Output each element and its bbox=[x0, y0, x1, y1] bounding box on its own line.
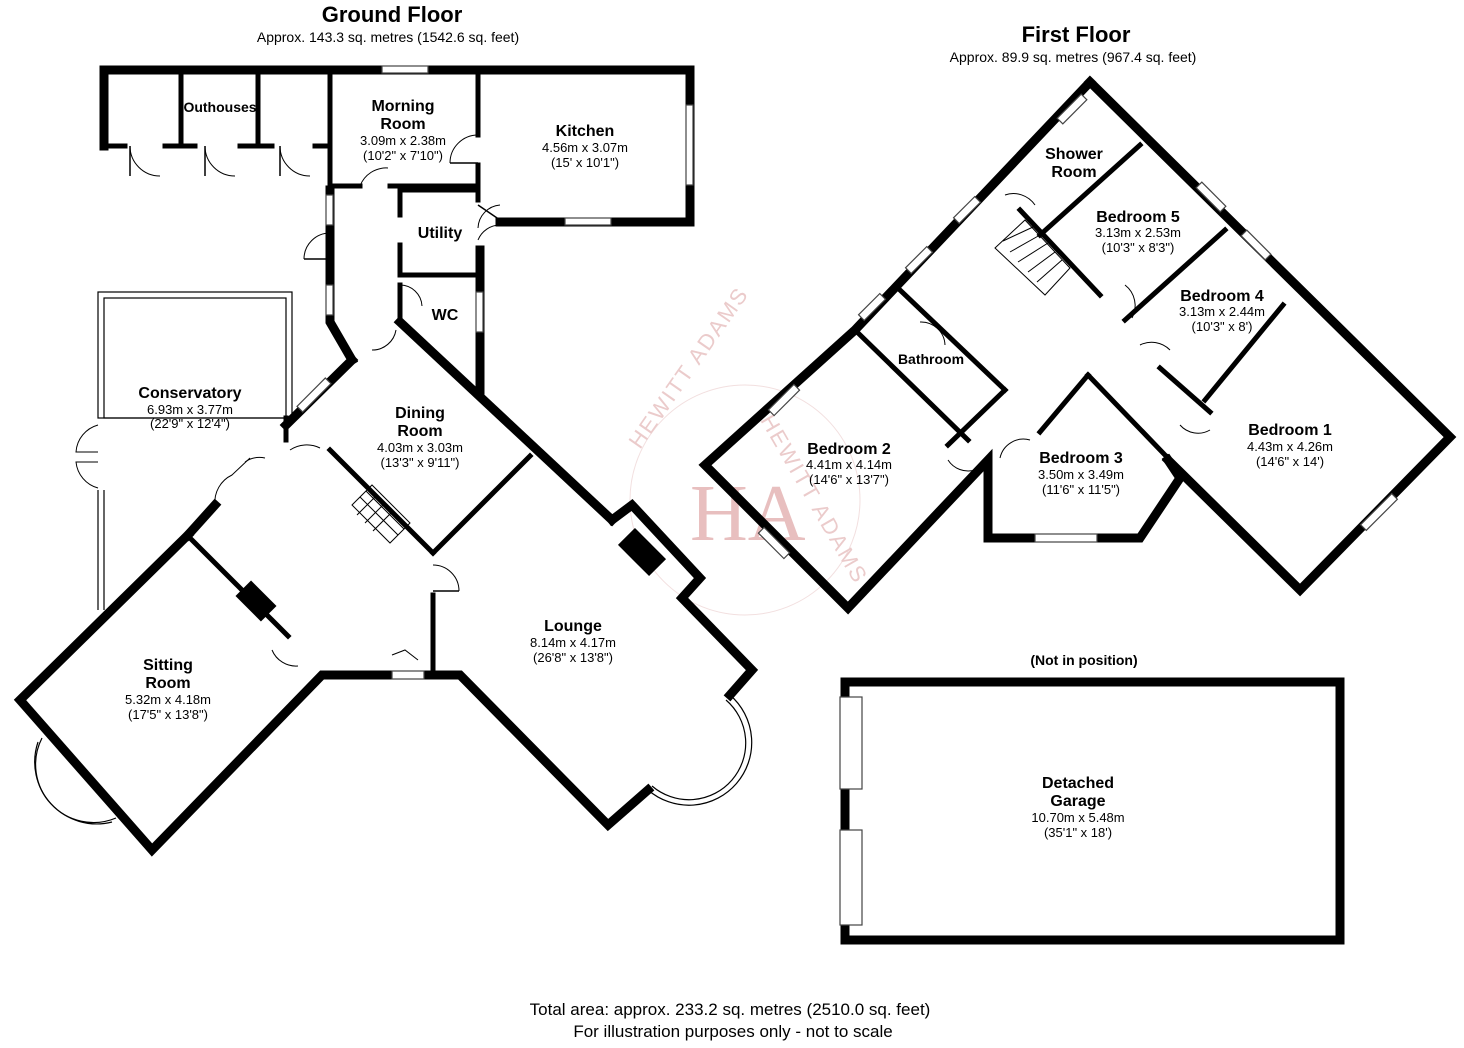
svg-text:Bedroom 5: Bedroom 5 bbox=[1096, 209, 1180, 226]
svg-text:10.70m x 5.48m: 10.70m x 5.48m bbox=[1031, 810, 1124, 825]
svg-text:Kitchen: Kitchen bbox=[556, 123, 615, 140]
svg-text:Room: Room bbox=[145, 675, 190, 692]
svg-text:(26'8" x 13'8"): (26'8" x 13'8") bbox=[533, 650, 613, 665]
utility-wc-walls bbox=[325, 185, 485, 395]
svg-text:(14'6" x 13'7"): (14'6" x 13'7") bbox=[809, 472, 889, 487]
svg-text:Shower: Shower bbox=[1045, 146, 1103, 163]
label-dining-room: Dining Room 4.03m x 3.03m (13'3" x 9'11"… bbox=[377, 405, 463, 470]
svg-text:(10'3" x 8'): (10'3" x 8') bbox=[1192, 319, 1253, 334]
svg-text:Detached: Detached bbox=[1042, 775, 1114, 792]
first-floor-plan bbox=[698, 75, 1457, 615]
outhouse-doors bbox=[129, 145, 311, 177]
svg-text:Room: Room bbox=[397, 423, 442, 440]
svg-text:3.09m x 2.38m: 3.09m x 2.38m bbox=[360, 133, 446, 148]
svg-text:Room: Room bbox=[380, 116, 425, 133]
label-lounge: Lounge 8.14m x 4.17m (26'8" x 13'8") bbox=[530, 618, 616, 665]
first-floor-title: First Floor bbox=[1022, 22, 1131, 47]
svg-text:8.14m x 4.17m: 8.14m x 4.17m bbox=[530, 635, 616, 650]
label-bedroom-5: Bedroom 5 3.13m x 2.53m (10'3" x 8'3") bbox=[1095, 209, 1181, 255]
label-shower-room: Shower Room bbox=[1045, 146, 1103, 181]
svg-text:Sitting: Sitting bbox=[143, 657, 193, 674]
first-floor-header: First Floor Approx. 89.9 sq. metres (967… bbox=[950, 22, 1197, 65]
svg-text:Bedroom 3: Bedroom 3 bbox=[1039, 450, 1123, 467]
garage-plan bbox=[839, 677, 1345, 945]
svg-text:Morning: Morning bbox=[371, 98, 434, 115]
svg-text:(10'2" x 7'10"): (10'2" x 7'10") bbox=[363, 148, 443, 163]
outhouses-walls bbox=[99, 65, 338, 193]
watermark-brand-top: HEWITT ADAMS bbox=[624, 282, 754, 453]
conservatory-outline bbox=[75, 291, 293, 610]
svg-text:Room: Room bbox=[1051, 164, 1096, 181]
svg-text:(15' x 10'1"): (15' x 10'1") bbox=[551, 155, 619, 170]
ground-floor-area: Approx. 143.3 sq. metres (1542.6 sq. fee… bbox=[257, 29, 519, 45]
label-bathroom: Bathroom bbox=[898, 351, 964, 367]
label-morning-room: Morning Room 3.09m x 2.38m (10'2" x 7'10… bbox=[360, 98, 446, 163]
svg-text:(22'9" x 12'4"): (22'9" x 12'4") bbox=[150, 416, 230, 431]
ground-floor-title: Ground Floor bbox=[322, 2, 463, 27]
morning-kitchen-walls bbox=[325, 65, 695, 227]
label-kitchen: Kitchen 4.56m x 3.07m (15' x 10'1") bbox=[542, 123, 628, 170]
svg-text:Bedroom 2: Bedroom 2 bbox=[807, 441, 891, 458]
svg-text:Garage: Garage bbox=[1050, 793, 1105, 810]
svg-text:4.03m x 3.03m: 4.03m x 3.03m bbox=[377, 440, 463, 455]
label-utility: Utility bbox=[418, 225, 463, 242]
label-bedroom-4: Bedroom 4 3.13m x 2.44m (10'3" x 8') bbox=[1179, 288, 1265, 334]
svg-text:4.41m x 4.14m: 4.41m x 4.14m bbox=[806, 457, 892, 472]
label-bedroom-2: Bedroom 2 4.41m x 4.14m (14'6" x 13'7") bbox=[806, 441, 892, 487]
first-floor-doors bbox=[919, 193, 1211, 472]
footer: Total area: approx. 233.2 sq. metres (25… bbox=[530, 1000, 931, 1041]
first-floor-windows bbox=[757, 93, 1399, 560]
svg-text:(17'5" x 13'8"): (17'5" x 13'8") bbox=[128, 707, 208, 722]
first-floor-stairs bbox=[994, 219, 1071, 296]
svg-text:(10'3" x 8'3"): (10'3" x 8'3") bbox=[1102, 240, 1175, 255]
svg-text:4.56m x 3.07m: 4.56m x 3.07m bbox=[542, 140, 628, 155]
label-conservatory: Conservatory 6.93m x 3.77m (22'9" x 12'4… bbox=[138, 385, 241, 431]
label-sitting-room: Sitting Room 5.32m x 4.18m (17'5" x 13'8… bbox=[125, 657, 211, 722]
svg-text:4.43m x 4.26m: 4.43m x 4.26m bbox=[1247, 439, 1333, 454]
svg-text:(13'3" x 9'11"): (13'3" x 9'11") bbox=[381, 455, 460, 470]
svg-text:Lounge: Lounge bbox=[544, 618, 602, 635]
svg-text:3.13m x 2.44m: 3.13m x 2.44m bbox=[1179, 304, 1265, 319]
garage-note: (Not in position) bbox=[1030, 652, 1137, 668]
first-floor-area: Approx. 89.9 sq. metres (967.4 sq. feet) bbox=[950, 49, 1197, 65]
svg-text:(35'1" x 18'): (35'1" x 18') bbox=[1044, 825, 1112, 840]
label-bedroom-1: Bedroom 1 4.43m x 4.26m (14'6" x 14') bbox=[1247, 422, 1333, 469]
svg-text:Conservatory: Conservatory bbox=[138, 385, 241, 402]
label-wc: WC bbox=[432, 307, 459, 324]
svg-text:3.50m x 3.49m: 3.50m x 3.49m bbox=[1038, 467, 1124, 482]
label-bedroom-3: Bedroom 3 3.50m x 3.49m (11'6" x 11'5") bbox=[1038, 450, 1124, 497]
svg-text:Bedroom 1: Bedroom 1 bbox=[1248, 422, 1332, 439]
ground-floor-header: Ground Floor Approx. 143.3 sq. metres (1… bbox=[257, 2, 519, 45]
svg-text:(14'6" x 14'): (14'6" x 14') bbox=[1256, 454, 1324, 469]
ground-stairs bbox=[351, 484, 411, 544]
total-area: Total area: approx. 233.2 sq. metres (25… bbox=[530, 1000, 931, 1019]
svg-text:Bedroom 4: Bedroom 4 bbox=[1180, 288, 1264, 305]
main-house-walls bbox=[13, 315, 759, 857]
disclaimer: For illustration purposes only - not to … bbox=[573, 1022, 892, 1041]
label-detached-garage: Detached Garage 10.70m x 5.48m (35'1" x … bbox=[1031, 775, 1124, 840]
ground-floor-plan bbox=[13, 65, 759, 857]
svg-text:5.32m x 4.18m: 5.32m x 4.18m bbox=[125, 692, 211, 707]
label-outhouses: Outhouses bbox=[183, 99, 256, 115]
svg-text:3.13m x 2.53m: 3.13m x 2.53m bbox=[1095, 225, 1181, 240]
svg-text:Dining: Dining bbox=[395, 405, 445, 422]
svg-text:6.93m x 3.77m: 6.93m x 3.77m bbox=[147, 402, 233, 417]
svg-text:(11'6" x 11'5"): (11'6" x 11'5") bbox=[1042, 482, 1120, 497]
